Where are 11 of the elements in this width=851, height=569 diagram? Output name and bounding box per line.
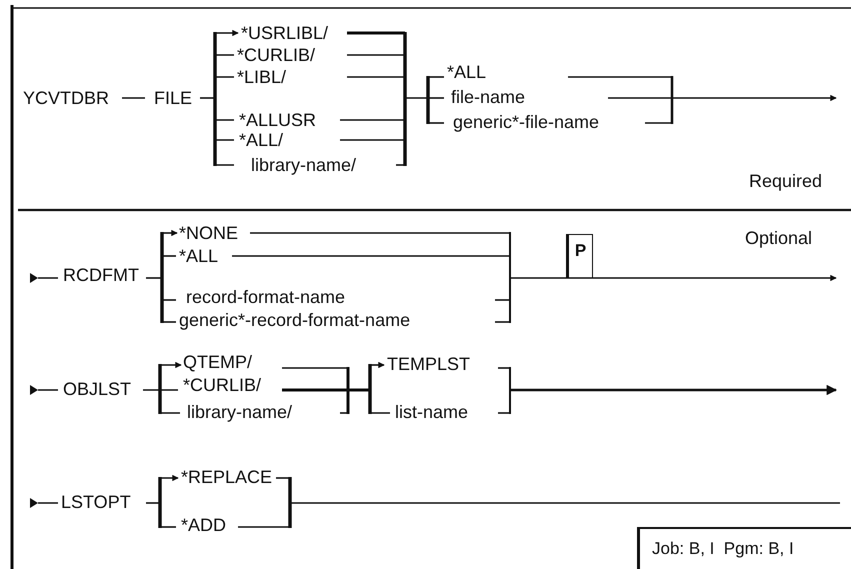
section-heading: Optional (744, 228, 814, 248)
parameter-label: P (574, 241, 588, 261)
option-value: library-name/ (186, 402, 294, 422)
option-value: generic*-file-name (452, 112, 600, 132)
section-heading: Required (748, 171, 824, 191)
option-value: QTEMP/ (182, 352, 254, 372)
option-value: library-name/ (250, 155, 358, 175)
option-value: generic*-record-format-name (178, 310, 412, 330)
availability-text: Job: B, I Pgm: B, I (652, 539, 795, 559)
parameter-box (566, 234, 593, 278)
availability-box (637, 527, 851, 569)
